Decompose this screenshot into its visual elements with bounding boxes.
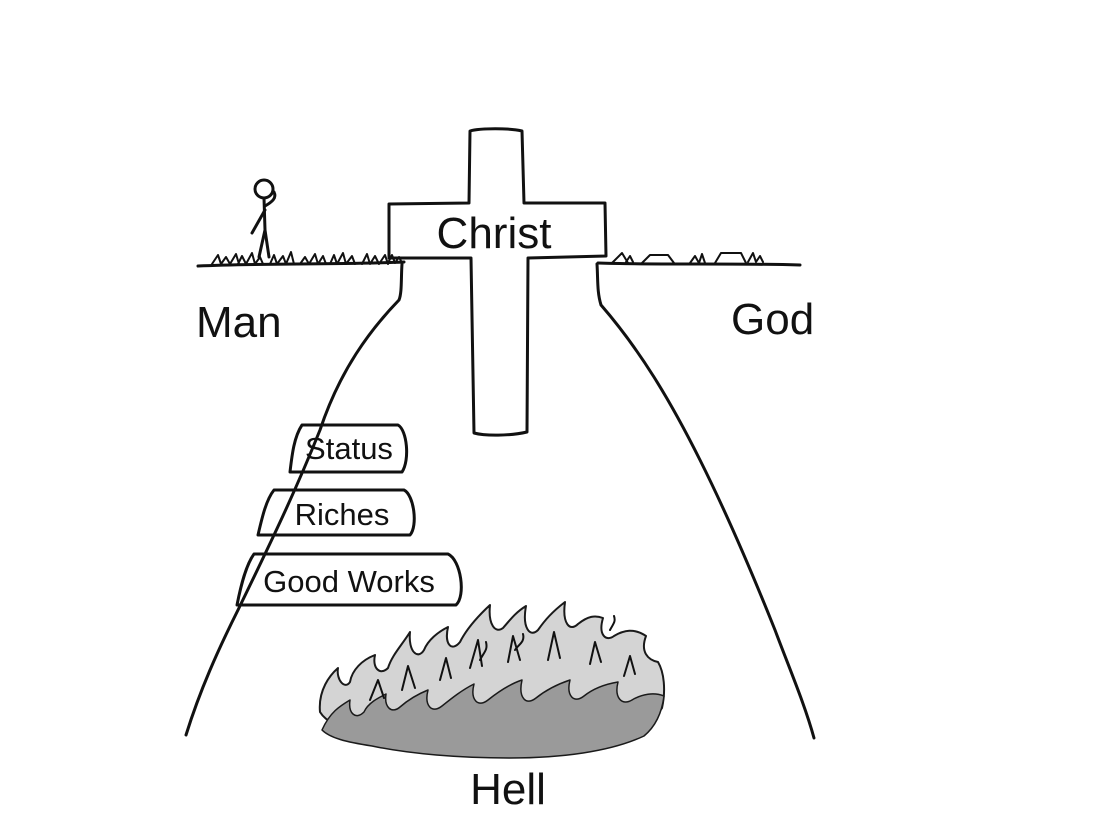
step-status: Status: [288, 423, 409, 474]
man-ground: [196, 251, 406, 268]
chasm-left-wall: [184, 262, 404, 737]
step-label-riches: Riches: [295, 497, 390, 532]
label-hell: Hell: [470, 765, 546, 814]
label-man: Man: [196, 298, 282, 347]
step-riches: Riches: [256, 488, 416, 537]
cross: Christ: [387, 127, 608, 437]
step-label-good-works: Good Works: [263, 564, 435, 599]
god-ground: [596, 252, 802, 267]
hell-flames: [318, 601, 666, 759]
chasm-right-wall: [595, 262, 816, 740]
effort-steps: Status Riches Good Works: [235, 423, 463, 607]
chasm: [184, 262, 816, 740]
man-stick-figure: [250, 178, 277, 259]
step-good-works: Good Works: [235, 552, 463, 607]
cross-label-christ: Christ: [437, 209, 552, 258]
label-god: God: [731, 295, 814, 344]
step-label-status: Status: [305, 431, 393, 466]
